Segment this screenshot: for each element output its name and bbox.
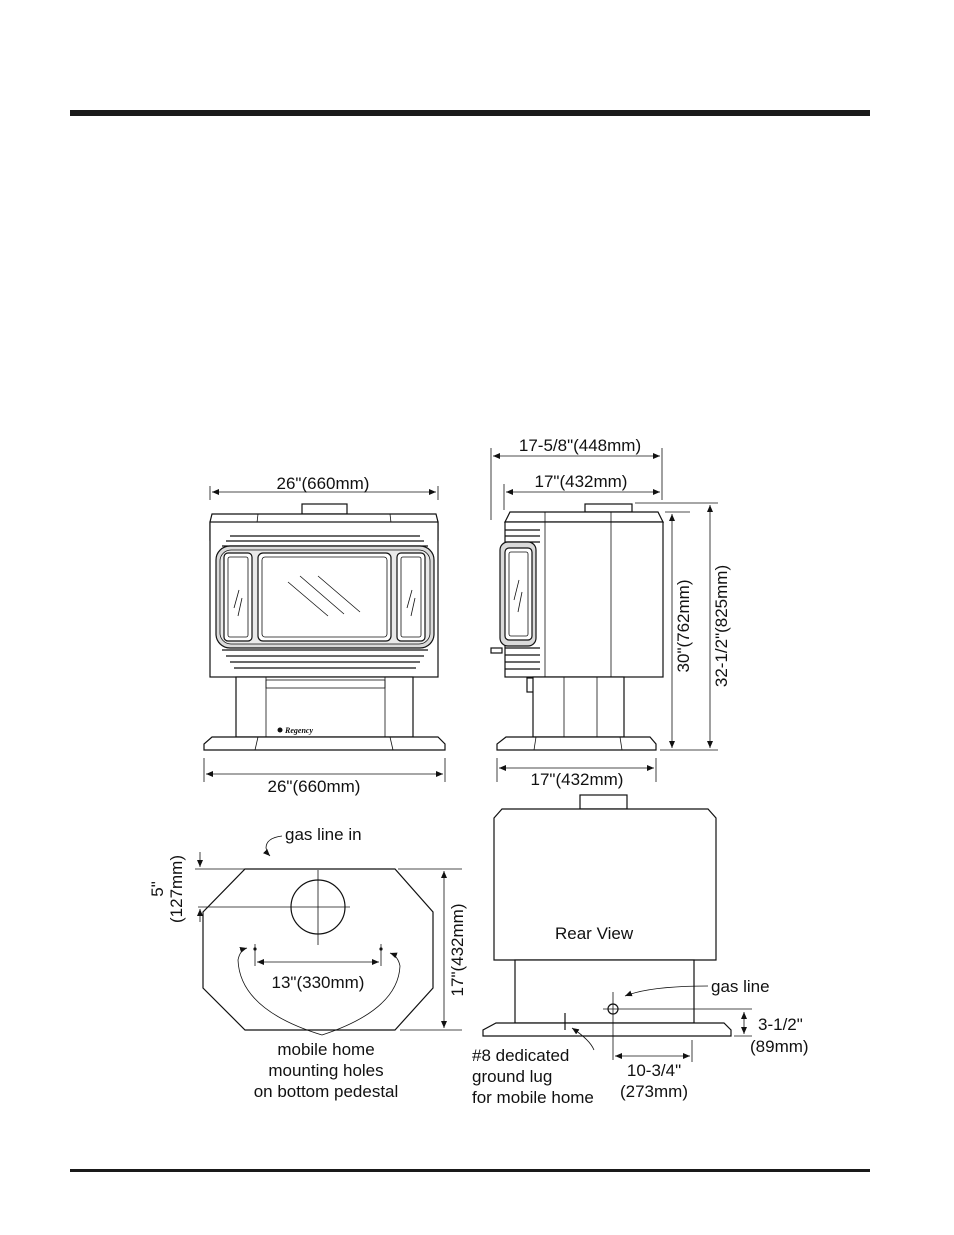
front-pedestal bbox=[236, 677, 413, 737]
bottom-view: gas line in 5" (127mm) 17"(432mm) 13"(33… bbox=[148, 825, 467, 1101]
rear-base bbox=[483, 1023, 731, 1036]
hole-spacing-label: 13"(330mm) bbox=[272, 973, 365, 992]
bottom-offset-in-label: 5" bbox=[148, 881, 167, 897]
rear-height-in-label: 3-1/2" bbox=[758, 1015, 803, 1034]
side-pedestal bbox=[533, 677, 624, 737]
side-body-depth-label: 17"(432mm) bbox=[535, 472, 628, 491]
ground-note-line-3: for mobile home bbox=[472, 1088, 594, 1107]
side-overall-depth-label: 17-5/8"(448mm) bbox=[519, 436, 641, 455]
rear-pedestal bbox=[515, 960, 694, 1023]
side-overall-height-label: 32-1/2"(825mm) bbox=[712, 565, 731, 687]
front-base-width-label: 26"(660mm) bbox=[268, 777, 361, 796]
rear-flue-collar bbox=[580, 795, 627, 809]
mounting-note-line-2: mounting holes bbox=[268, 1061, 383, 1080]
rear-offset-in-label: 10-3/4" bbox=[627, 1061, 681, 1080]
rear-height-mm-label: (89mm) bbox=[750, 1037, 809, 1056]
mounting-note-line-1: mobile home bbox=[277, 1040, 374, 1059]
side-base-depth-label: 17"(432mm) bbox=[531, 770, 624, 789]
rear-gas-line-label: gas line bbox=[711, 977, 770, 996]
front-top-width-label: 26"(660mm) bbox=[277, 474, 370, 493]
ground-note-line-2: ground lug bbox=[472, 1067, 552, 1086]
gas-line-in-label: gas line in bbox=[285, 825, 362, 844]
side-body-height-label: 30"(762mm) bbox=[674, 580, 693, 673]
bottom-depth-label: 17"(432mm) bbox=[448, 904, 467, 997]
front-view: 26"(660mm) bbox=[204, 474, 445, 796]
ground-note-line-1: #8 dedicated bbox=[472, 1046, 569, 1065]
side-flue-collar bbox=[585, 504, 632, 512]
front-base bbox=[204, 737, 445, 750]
rear-view: Rear View gas line #8 dedicated ground l… bbox=[472, 795, 809, 1107]
bottom-offset-mm-label: (127mm) bbox=[167, 855, 186, 923]
side-base bbox=[497, 737, 656, 750]
rear-offset-mm-label: (273mm) bbox=[620, 1082, 688, 1101]
svg-text:Regency: Regency bbox=[284, 726, 313, 735]
rear-view-title: Rear View bbox=[555, 924, 634, 943]
front-flue-collar bbox=[302, 504, 347, 514]
mounting-note-line-3: on bottom pedestal bbox=[254, 1082, 399, 1101]
side-view: 17-5/8"(448mm) 17"(432mm) bbox=[491, 436, 731, 789]
